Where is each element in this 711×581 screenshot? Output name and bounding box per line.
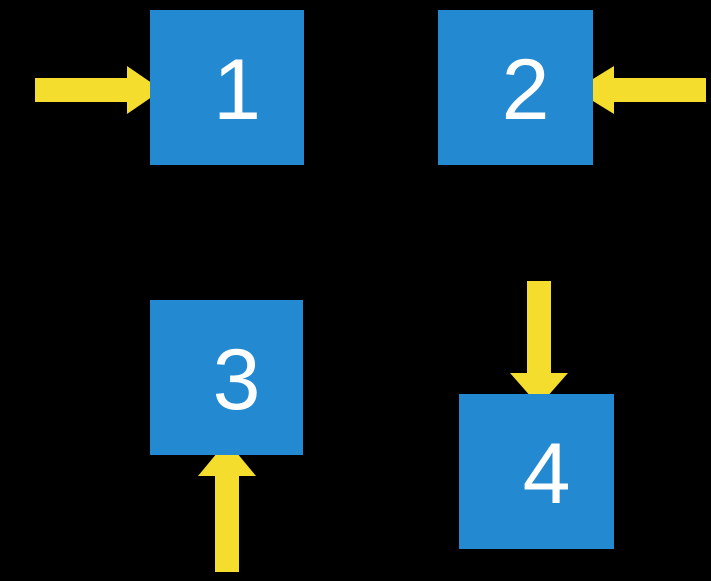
block-node-1-label: 1 — [213, 41, 261, 138]
block-node-1[interactable]: 1 — [150, 10, 304, 165]
block-node-3-label: 3 — [212, 331, 261, 428]
block-node-2[interactable]: 2 — [438, 10, 593, 165]
arrow-right-icon — [35, 66, 162, 114]
block-node-4-label: 4 — [522, 425, 571, 522]
block-node-3[interactable]: 3 — [150, 300, 303, 455]
arrow-down-icon — [510, 281, 568, 406]
block-node-4[interactable]: 4 — [459, 394, 614, 549]
arrow-left-icon — [575, 66, 706, 114]
block-node-2-label: 2 — [501, 41, 550, 138]
arrow-up-icon — [198, 441, 256, 572]
